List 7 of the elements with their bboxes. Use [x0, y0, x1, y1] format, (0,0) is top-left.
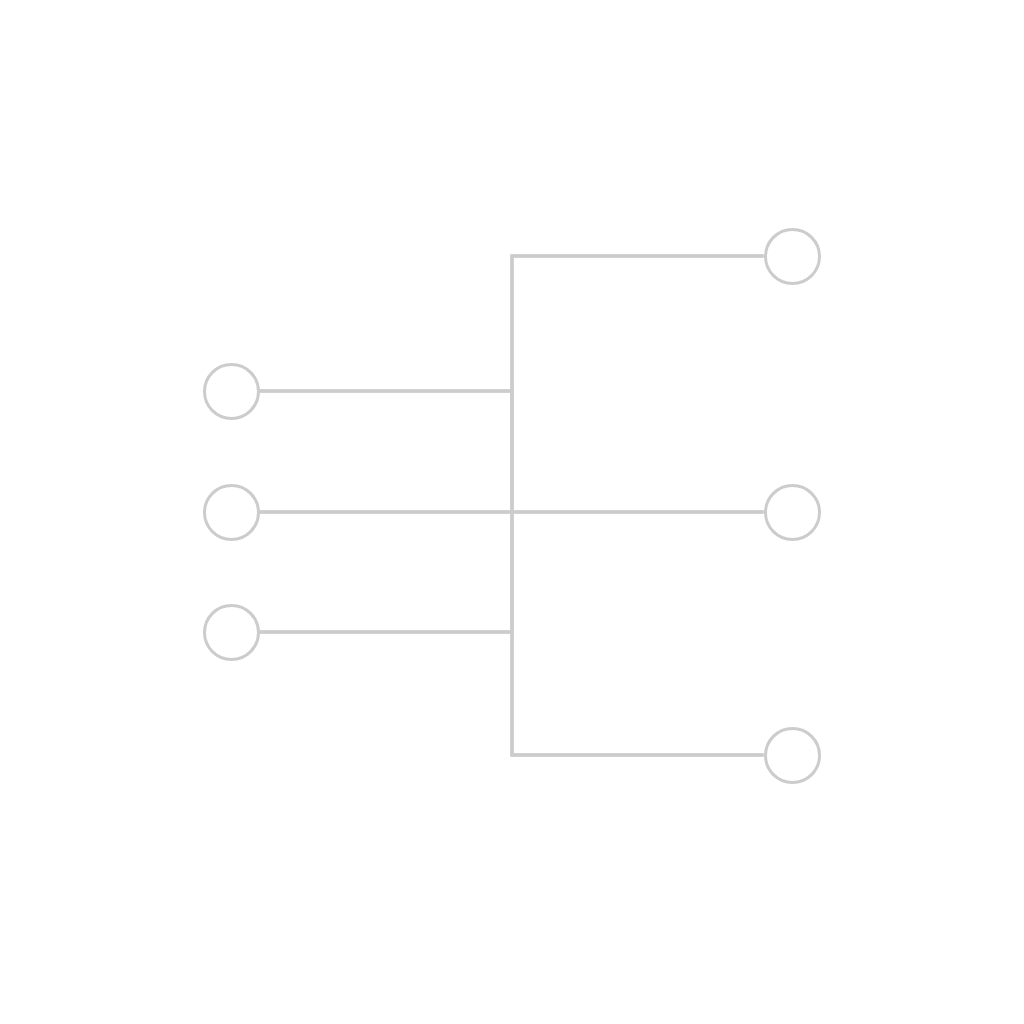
circle-node: [202, 483, 260, 541]
circle-node: [202, 603, 260, 661]
circle-node: [763, 483, 821, 541]
connector-line: [259, 254, 764, 393]
circle-node: [763, 227, 821, 285]
circle-node: [763, 726, 821, 784]
circle-node: [202, 362, 260, 420]
